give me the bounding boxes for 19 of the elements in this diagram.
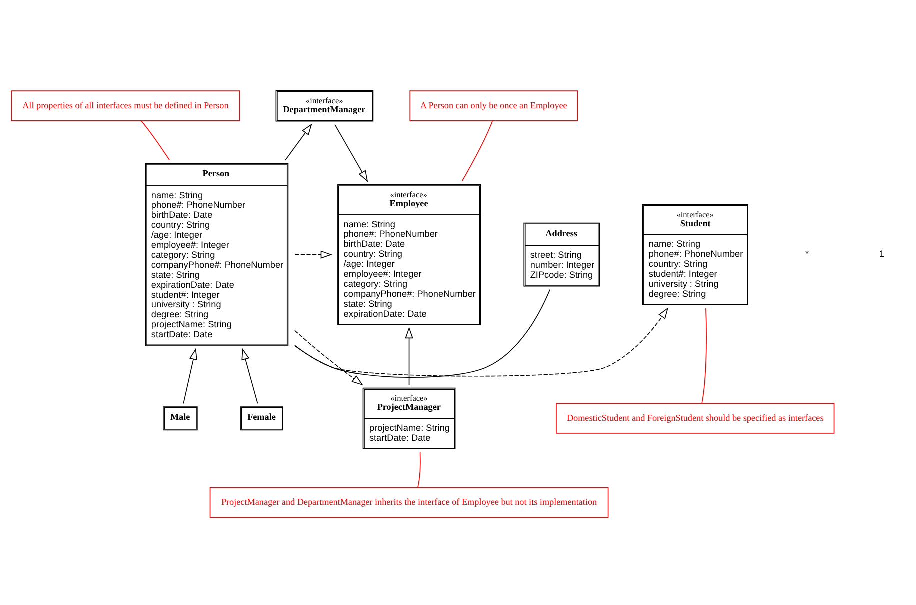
label: * [806, 249, 810, 260]
node-box: A Person can only be once an Employee [410, 90, 578, 122]
arrow [294, 250, 332, 259]
connector [702, 308, 707, 404]
connector [294, 289, 551, 378]
arrow [294, 330, 364, 386]
arrow [294, 307, 669, 377]
arrow [334, 124, 368, 182]
arrow [183, 348, 198, 404]
arrow [242, 348, 258, 404]
label: 1 [879, 249, 884, 260]
node-box: DomesticStudent and ForeignStudent should be specified as interfaces [556, 403, 835, 434]
connector [141, 120, 170, 161]
node-box: ProjectManager and DepartmentManager inherits the interface of Employee but not its implementation [210, 487, 609, 518]
node-box: All properties of all interfaces must be defined in Person [11, 90, 240, 122]
connector [418, 452, 421, 488]
connector [462, 120, 494, 182]
arrow [405, 326, 414, 386]
arrow [285, 124, 312, 161]
